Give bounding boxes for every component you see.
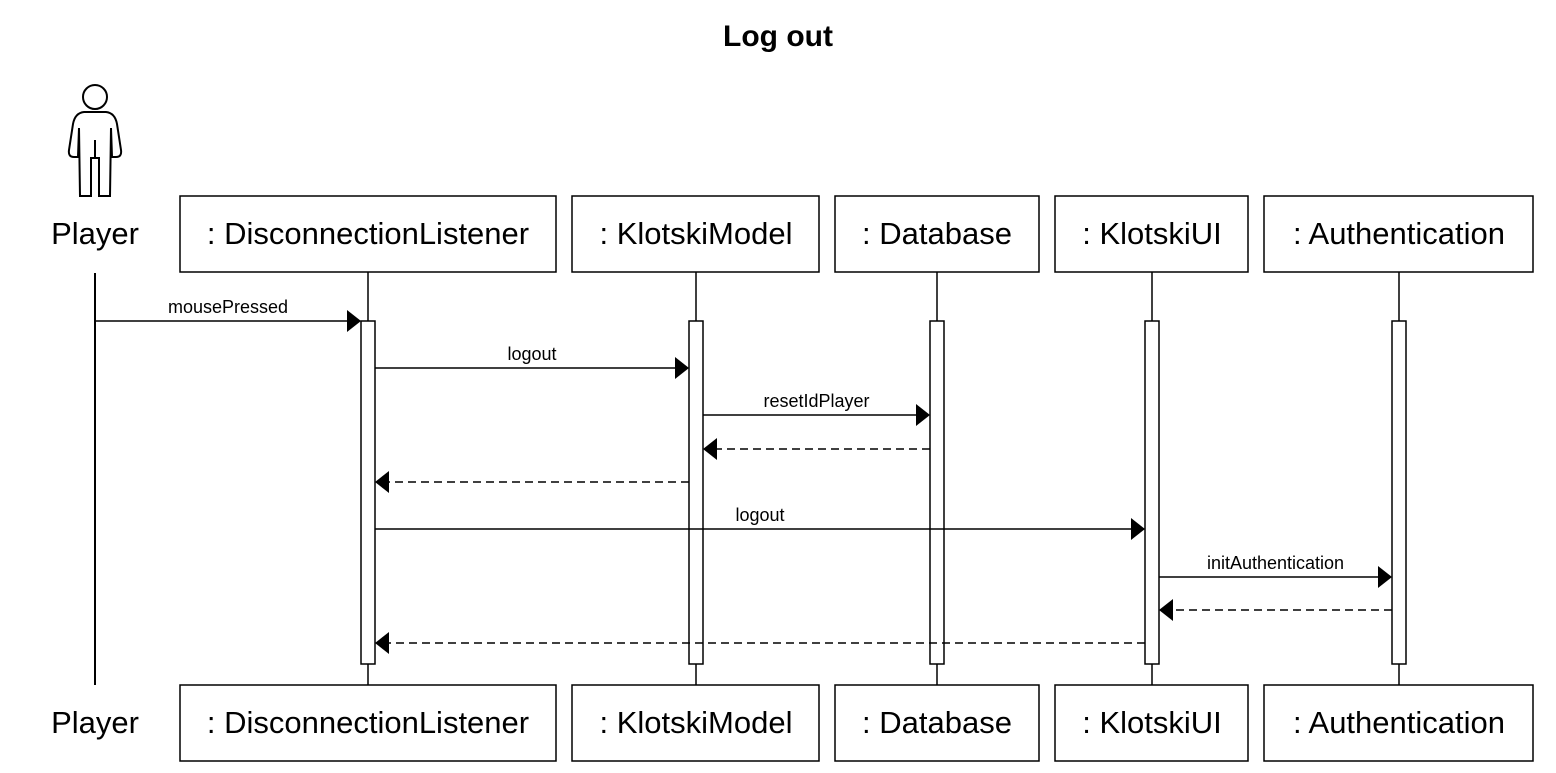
participant-label-top-klotskimodel: : KlotskiModel (600, 216, 793, 251)
participant-box-bottom-klotskiui (1054, 684, 1249, 762)
arrowhead-icon (347, 310, 361, 332)
message-label-mousepressed: mousePressed (168, 297, 288, 317)
arrowhead-icon (375, 632, 389, 654)
return-message-3 (703, 438, 930, 460)
participant-box-top-disconnectionlistener (179, 195, 557, 273)
actor-label-bottom: Player (51, 705, 139, 740)
stick-figure-actor-icon (67, 84, 123, 197)
actor-label-top: Player (51, 216, 139, 251)
arrowhead-icon (703, 438, 717, 460)
participants: : DisconnectionListener : DisconnectionLi… (179, 195, 1534, 762)
arrowhead-icon (1131, 518, 1145, 540)
participant-box-top-database (834, 195, 1040, 273)
return-message-7 (1159, 599, 1392, 621)
arrowhead-icon (675, 357, 689, 379)
activation-bar-klotskimodel (688, 320, 704, 665)
return-message-8 (375, 632, 1145, 654)
message-label-logout: logout (507, 344, 556, 364)
message-mousepressed: mousePressed (95, 297, 361, 332)
participant-box-top-authentication (1263, 195, 1534, 273)
arrowhead-icon (1159, 599, 1173, 621)
participant-label-top-disconnectionlistener: : DisconnectionListener (207, 216, 529, 251)
return-message-4 (375, 471, 689, 493)
message-resetidplayer: resetIdPlayer (703, 391, 930, 426)
participant-label-bottom-klotskimodel: : KlotskiModel (600, 705, 793, 740)
arrowhead-icon (1378, 566, 1392, 588)
message-logout: logout (375, 505, 1145, 540)
message-label-initauthentication: initAuthentication (1207, 553, 1344, 573)
messages: mousePressed logout resetIdPlayer logout ini… (95, 297, 1392, 654)
participant-label-bottom-klotskiui: : KlotskiUI (1082, 705, 1222, 740)
activation-bar-klotskiui (1144, 320, 1160, 665)
message-logout: logout (375, 344, 689, 379)
activation-bar-database (929, 320, 945, 665)
participant-box-bottom-disconnectionlistener (179, 684, 557, 762)
participant-label-top-database: : Database (862, 216, 1012, 251)
participant-label-bottom-database: : Database (862, 705, 1012, 740)
arrowhead-icon (375, 471, 389, 493)
participant-box-bottom-klotskimodel (571, 684, 820, 762)
diagram-title: Log out (723, 20, 833, 53)
arrowhead-icon (916, 404, 930, 426)
participant-label-bottom-authentication: : Authentication (1293, 705, 1505, 740)
message-initauthentication: initAuthentication (1159, 553, 1392, 588)
participant-label-top-authentication: : Authentication (1293, 216, 1505, 251)
activation-bar-disconnectionlistener (360, 320, 376, 665)
participant-box-top-klotskiui (1054, 195, 1249, 273)
participant-label-bottom-disconnectionlistener: : DisconnectionListener (207, 705, 529, 740)
participant-box-bottom-database (834, 684, 1040, 762)
participant-label-top-klotskiui: : KlotskiUI (1082, 216, 1222, 251)
message-label-resetidplayer: resetIdPlayer (763, 391, 869, 411)
participant-box-top-klotskimodel (571, 195, 820, 273)
message-label-logout: logout (735, 505, 784, 525)
activation-bar-authentication (1391, 320, 1407, 665)
